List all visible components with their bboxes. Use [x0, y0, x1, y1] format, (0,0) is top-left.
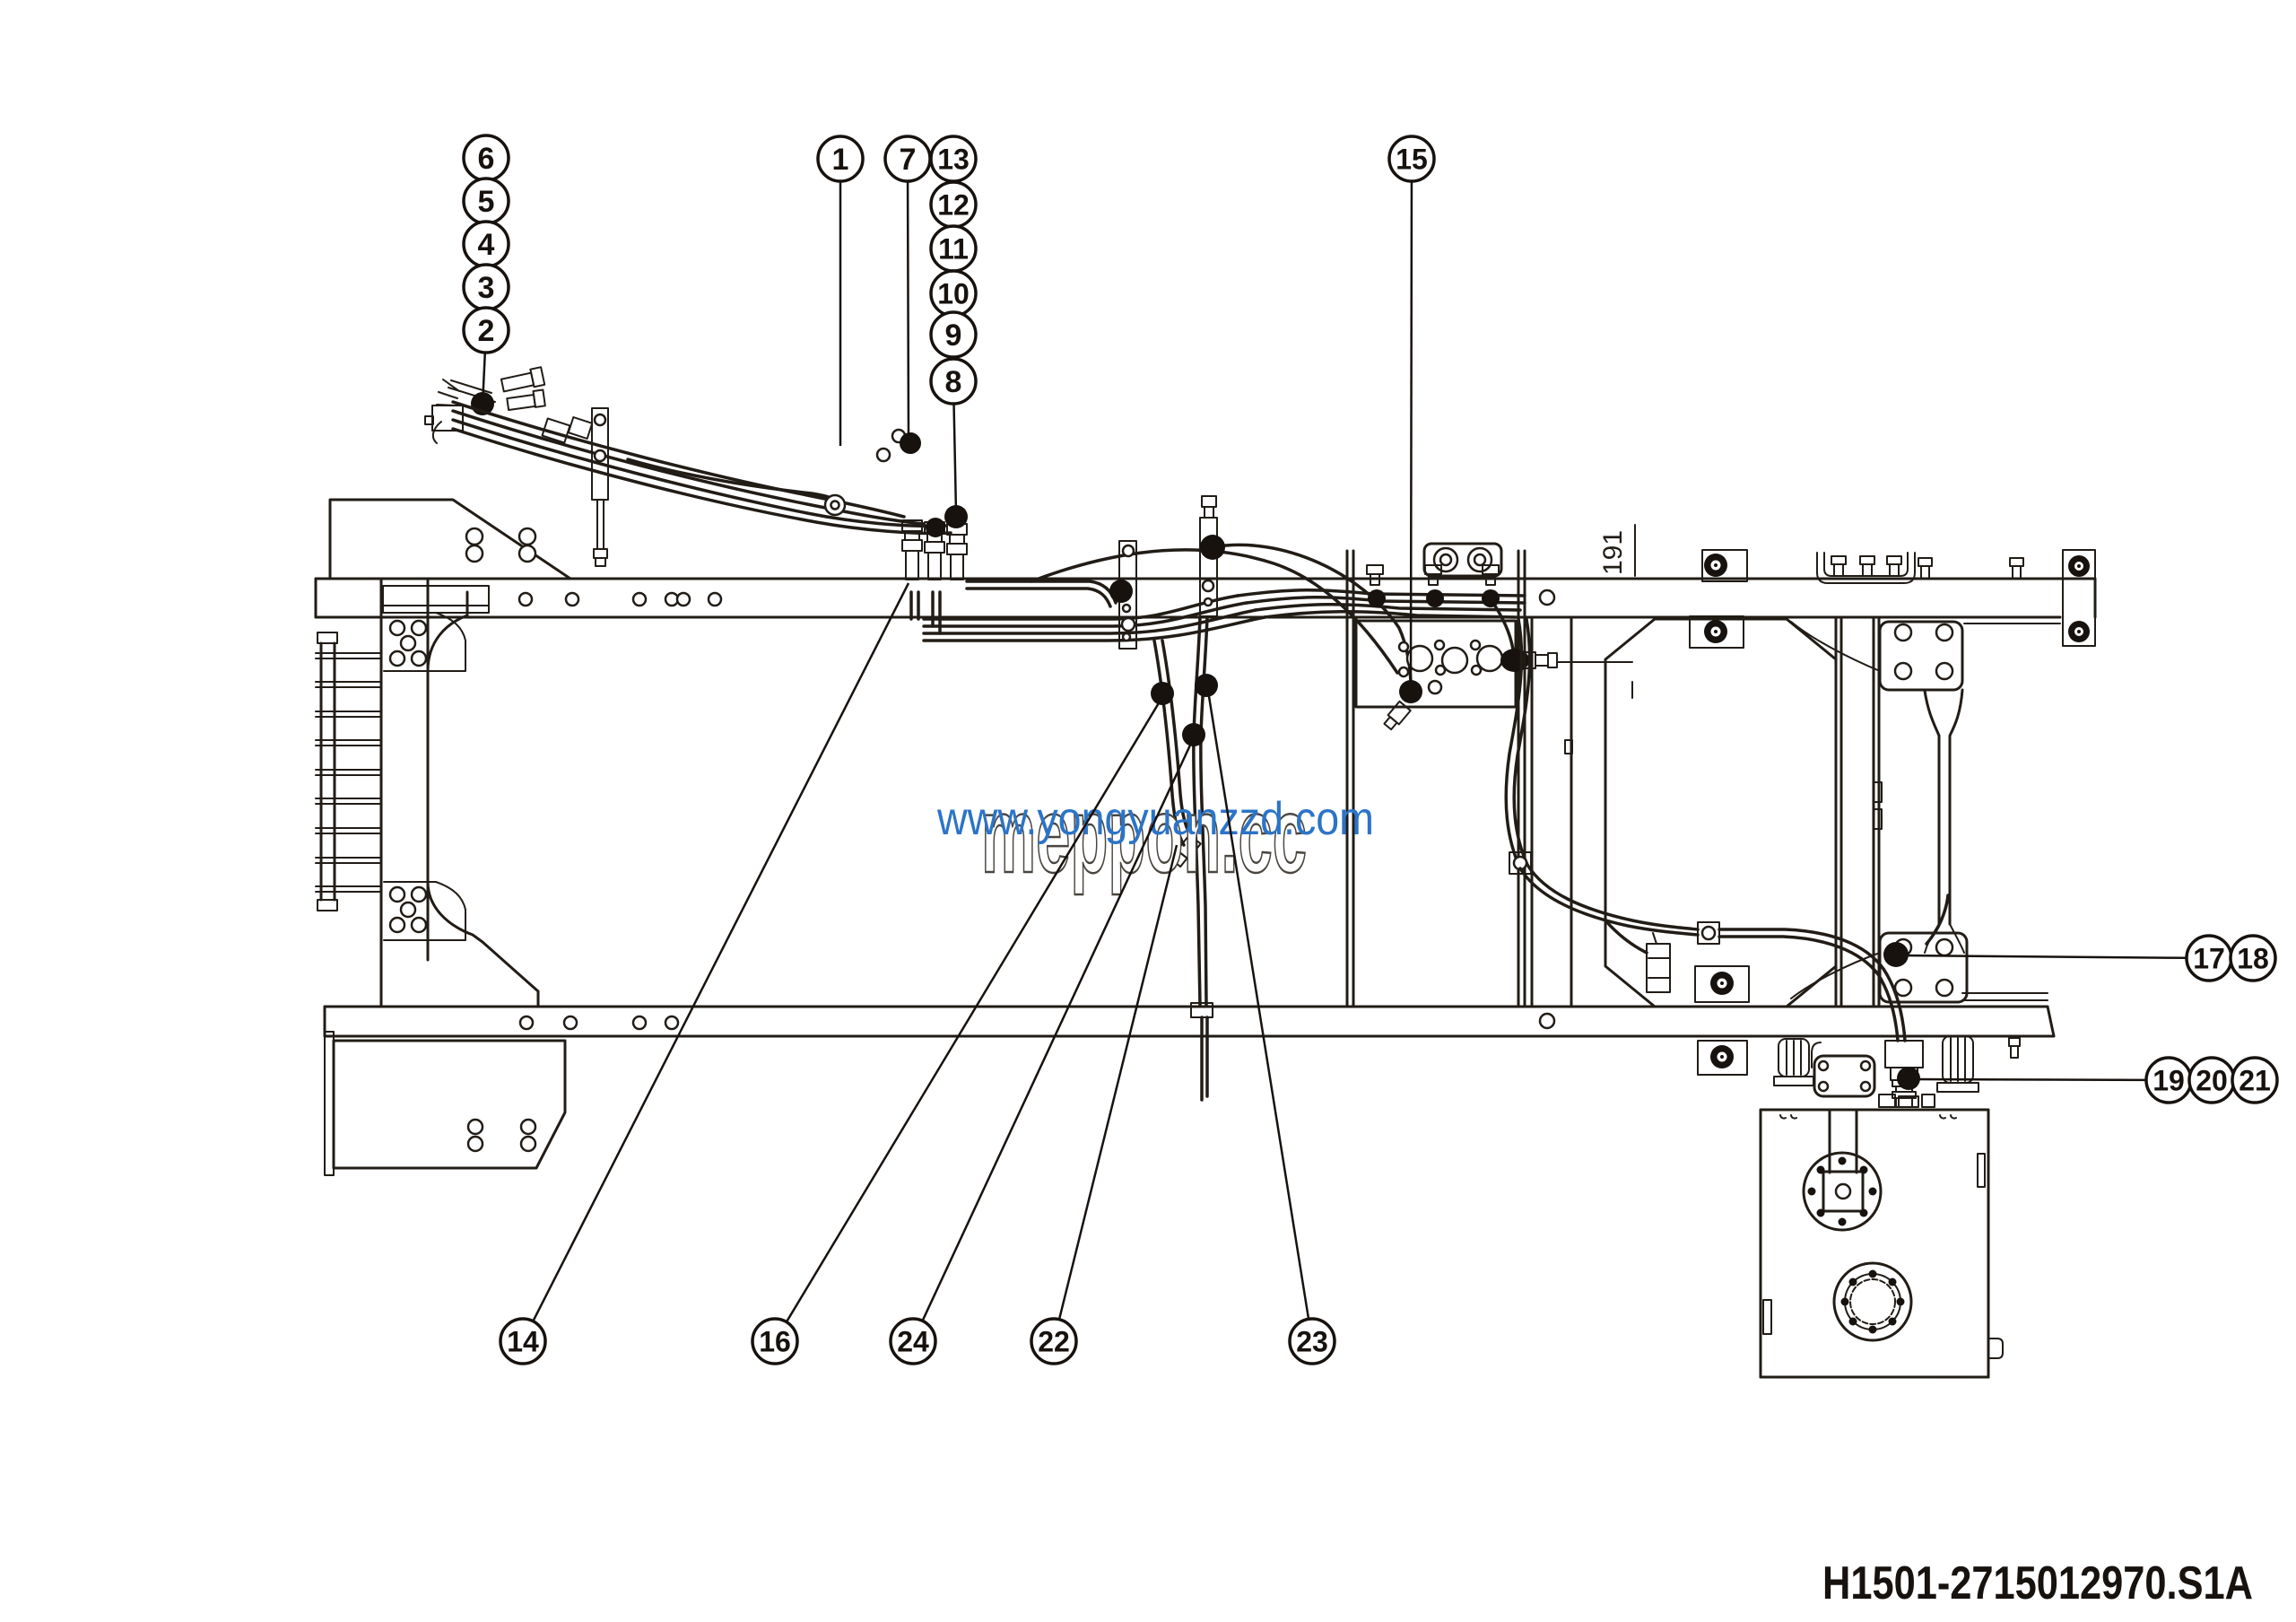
callout-21: [2231, 1056, 2279, 1104]
callout-15: [1387, 135, 1436, 183]
callout-number-22: 22: [1038, 1326, 1070, 1358]
front-step-ladder: [315, 632, 382, 911]
callout-number-6: 6: [478, 142, 495, 176]
callout-number-24: 24: [897, 1326, 929, 1358]
pump-flange-plate: [1813, 1054, 1876, 1098]
dimension-label: 191: [1598, 530, 1628, 575]
tank-mounts: [1773, 1035, 2021, 1108]
callout-2: [462, 306, 510, 354]
middle-crossmember: [1345, 542, 1633, 1008]
callout-8: [929, 357, 978, 406]
callout-number-16: 16: [759, 1326, 791, 1358]
callout-number-15: 15: [1396, 144, 1428, 176]
clamp-dot: [926, 518, 945, 537]
hose-clamp-bracket-a: [1109, 540, 1137, 650]
callout-leader-15: [1409, 180, 1413, 688]
rear-tapered-brackets: [1790, 620, 2061, 1004]
hydraulic-tank: [1759, 1108, 2004, 1379]
callout-24: [889, 1317, 937, 1365]
callout-leader-2: [481, 352, 487, 406]
tank-sight-gauge: [1832, 1261, 1913, 1342]
front-mount-bracket-top: [328, 498, 572, 614]
hose-clamp-bracket-b: [1199, 495, 1225, 617]
clamp-dot-item8: [944, 505, 968, 528]
callout-1: [816, 135, 865, 183]
rear-hose-run: [1504, 617, 1950, 1042]
threaded-fitting: [901, 519, 923, 580]
inline-valve: [1646, 943, 1671, 993]
callout-leader-23: [1206, 690, 1310, 1320]
front-mount-bracket-bottom: [324, 1031, 567, 1176]
callout-leader-16: [785, 696, 1164, 1323]
callout-number-3: 3: [478, 271, 495, 305]
callout-number-7: 7: [900, 143, 917, 177]
bulkhead-fitting-cluster: [900, 432, 968, 580]
callout-leader-24: [921, 737, 1196, 1321]
callout-number-21: 21: [2239, 1065, 2271, 1097]
callout-18: [2229, 934, 2277, 982]
tank-elbow-fitting: [1884, 1040, 1924, 1108]
callout-number-20: 20: [2196, 1065, 2228, 1097]
clamp-dot-item17: [1883, 942, 1909, 967]
rear-panel: [1530, 617, 1883, 1008]
pipe-run-under-rail: [909, 543, 1526, 684]
callout-number-19: 19: [2152, 1065, 2185, 1097]
callout-9: [929, 310, 978, 359]
callout-leader-7: [906, 180, 910, 440]
callout-number-10: 10: [937, 278, 970, 310]
callout-number-1: 1: [832, 143, 849, 177]
callout-leader-14: [532, 582, 910, 1322]
front-upright-channel: [379, 577, 540, 1008]
callout-number-17: 17: [2193, 943, 2225, 975]
front-hose-bundle: [451, 400, 952, 536]
frame-rails: [314, 577, 2097, 1038]
drop-hoses-middle: [1151, 615, 1218, 1102]
callout-number-14: 14: [507, 1326, 539, 1358]
clamp-dot-item7: [900, 432, 921, 454]
tank-flange: [1802, 1151, 1883, 1232]
callout-number-13: 13: [937, 144, 970, 176]
callout-number-18: 18: [2237, 943, 2269, 975]
callout-number-23: 23: [1296, 1326, 1328, 1358]
callout-leader-19: [1915, 1077, 2147, 1082]
callout-16: [751, 1317, 799, 1365]
watermark-brand: meppon.cc: [981, 775, 1307, 895]
clamp-dot-item19: [1897, 1067, 1920, 1090]
ladder-rungs: [315, 652, 382, 893]
clamp-dot-item16: [1151, 682, 1174, 705]
elbow-fitting: [1383, 700, 1412, 731]
hose-hanger-bracket: [591, 407, 609, 567]
callout-number-5: 5: [478, 185, 495, 219]
callout-leader-17: [1900, 954, 2187, 960]
callout-22: [1030, 1317, 1078, 1365]
part-number: H1501-2715012970.S1A: [1822, 1557, 2253, 1609]
threaded-fitting: [946, 523, 968, 580]
callout-number-9: 9: [945, 318, 962, 353]
rail-bolts: [1366, 564, 1500, 586]
callout-number-4: 4: [478, 228, 495, 262]
callout-leader-8: [952, 403, 958, 514]
callout-leader-22: [1057, 844, 1178, 1321]
clamp-dot-item23: [1195, 674, 1218, 697]
dimension-191: 191: [1598, 524, 1636, 577]
clamp-dot-item15: [1399, 680, 1422, 703]
rail-top-clamps: [1816, 552, 2028, 584]
clip-ring: [875, 447, 891, 463]
callout-number-8: 8: [945, 365, 962, 399]
clamp-dot-item24: [1182, 723, 1205, 746]
callout-14: [499, 1317, 547, 1365]
callout-number-11: 11: [938, 233, 969, 266]
callout-23: [1288, 1317, 1336, 1365]
rail-bracket-plates: [1689, 549, 2096, 1076]
callout-number-2: 2: [478, 314, 495, 348]
callout-number-12: 12: [937, 189, 970, 222]
